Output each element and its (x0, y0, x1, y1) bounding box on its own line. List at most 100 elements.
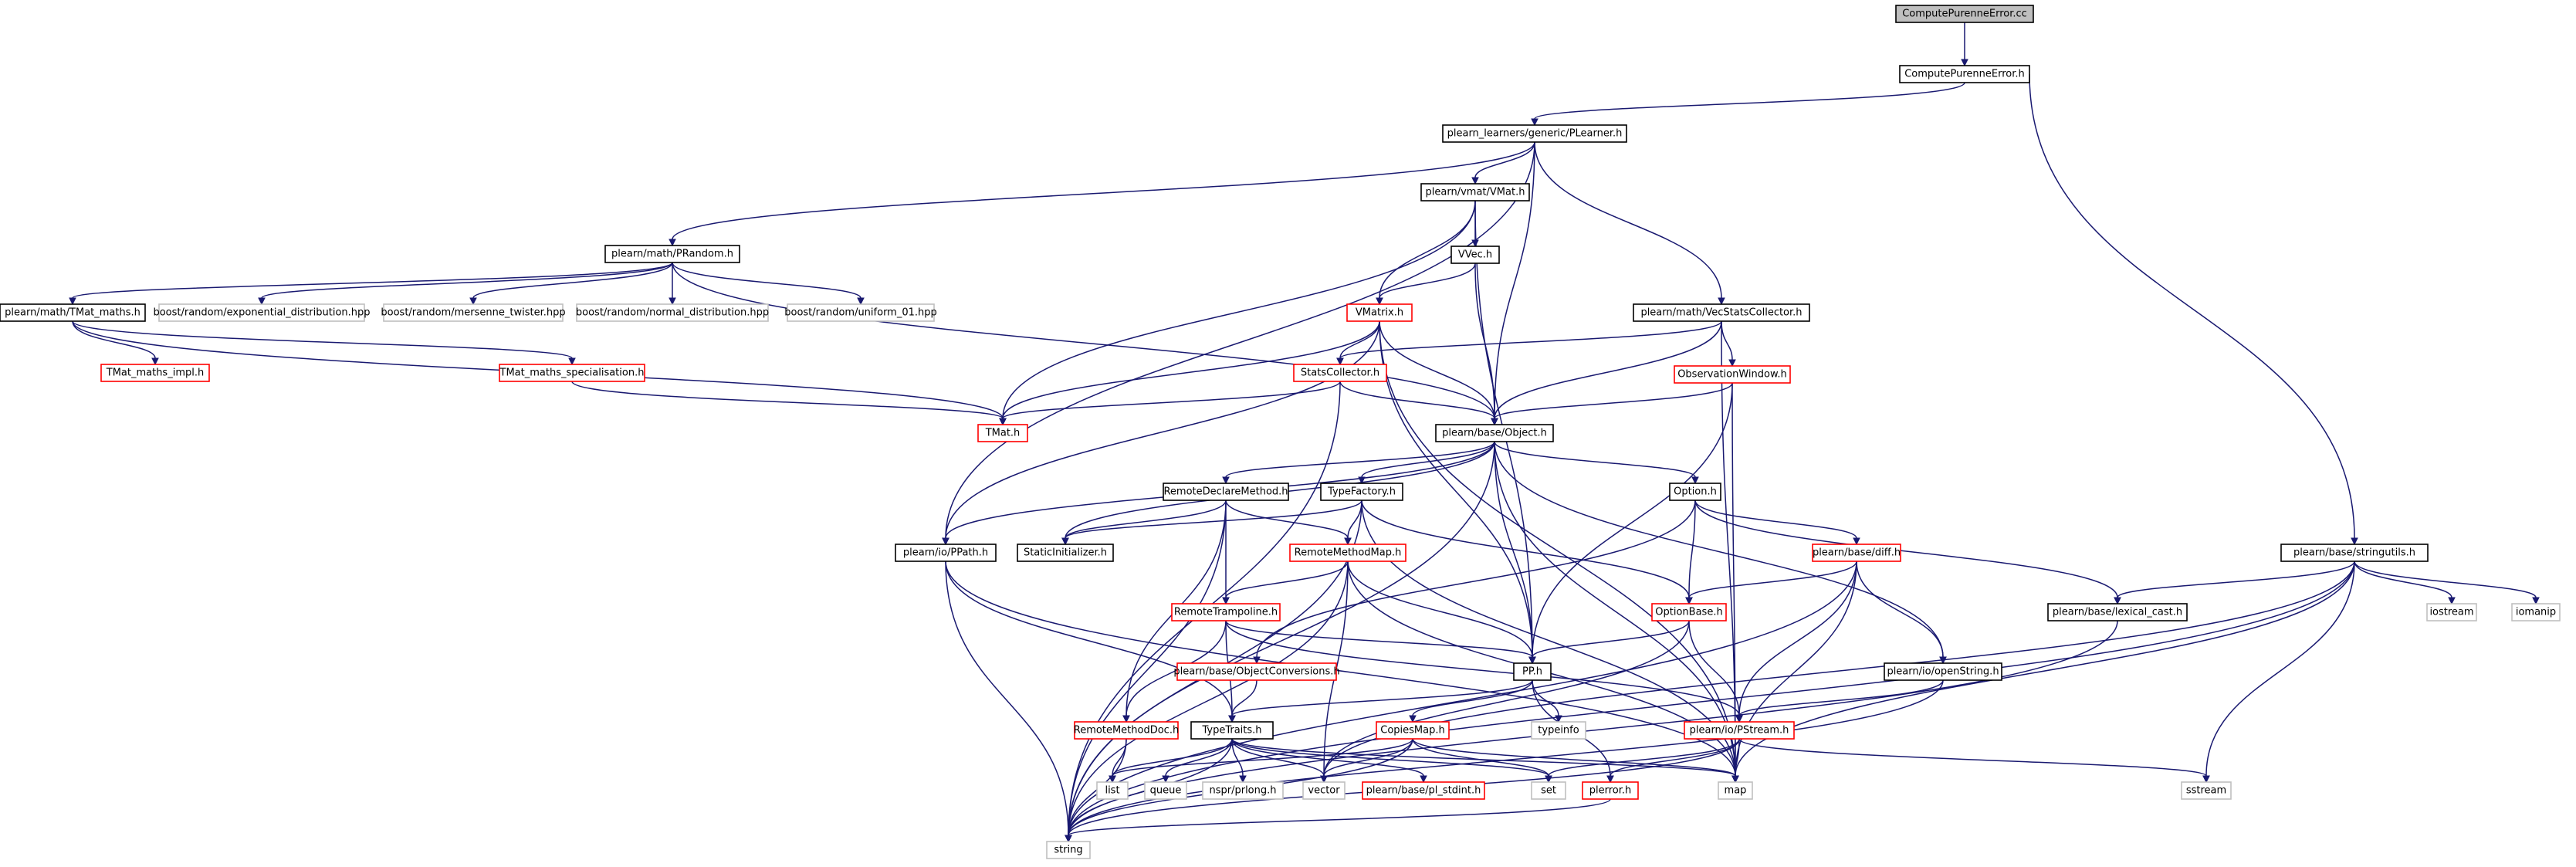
edge-optionbase-to-pp (1528, 620, 1690, 665)
node-rdm[interactable]: RemoteDeclareMethod.h (1163, 483, 1289, 501)
node-iomanip[interactable]: iomanip (2511, 603, 2561, 621)
edge-arrowhead (1735, 715, 1743, 723)
edge-stringutils2-to-sstream (2202, 561, 2355, 784)
node-plearner[interactable]: plearn_learners/generic/PLearner.h (1442, 124, 1627, 143)
edge-line (1688, 561, 1857, 598)
node-label: RemoteMethodDoc.h (1074, 725, 1179, 737)
node-rmdoc[interactable]: RemoteMethodDoc.h (1074, 721, 1179, 740)
node-rtramp[interactable]: RemoteTrampoline.h (1171, 603, 1281, 621)
node-set[interactable]: set (1531, 781, 1566, 800)
node-label: TMat.h (985, 428, 1021, 439)
node-sstream[interactable]: sstream (2181, 781, 2232, 800)
node-tmm_spec[interactable]: TMat_maths_specialisation.h (499, 364, 645, 382)
edge-line (1412, 738, 1736, 777)
node-box (1513, 662, 1552, 681)
edge-line (1532, 382, 1733, 658)
edge-arrowhead (999, 418, 1007, 426)
edge-line (1494, 441, 1696, 478)
edge-arrowhead (942, 537, 949, 546)
node-box (576, 303, 769, 322)
node-ppath[interactable]: plearn/io/PPath.h (895, 544, 997, 562)
node-label: StatsCollector.h (1301, 367, 1379, 379)
node-tmm_impl[interactable]: TMat_maths_impl.h (100, 364, 210, 382)
edge-arrowhead (69, 297, 76, 306)
node-openstring[interactable]: plearn/io/openString.h (1884, 662, 2002, 681)
node-lexcast[interactable]: plearn/base/lexical_cast.h (2047, 603, 2188, 621)
node-label: RemoteMethodMap.h (1295, 547, 1402, 559)
node-box (1718, 781, 1753, 800)
node-box (787, 303, 935, 322)
edge-perror-to-string (1065, 798, 1611, 843)
node-box (1531, 781, 1566, 800)
node-statscoll[interactable]: StatsCollector.h (1293, 364, 1387, 382)
node-iostream[interactable]: iostream (2426, 603, 2477, 621)
node-optionbase[interactable]: OptionBase.h (1651, 603, 1727, 621)
node-boost_norm[interactable]: boost/random/normal_distribution.hpp (576, 303, 769, 322)
edge-typefactory-to-rmm (1344, 500, 1362, 546)
node-pstream[interactable]: plearn/io/PStream.h (1684, 721, 1795, 740)
node-object[interactable]: plearn/base/Object.h (1435, 424, 1554, 442)
edge-line (1412, 738, 1549, 777)
node-box (1017, 544, 1114, 562)
edge-pp-to-typeinfo (1532, 679, 1562, 723)
node-option[interactable]: Option.h (1669, 483, 1721, 501)
node-objconv[interactable]: plearn/base/ObjectConversions.h (1173, 662, 1340, 681)
node-boost_exp[interactable]: boost/random/exponential_distribution.hp… (153, 303, 371, 322)
edge-rtramp-to-rmdoc (1122, 620, 1227, 723)
node-tmatmaths[interactable]: plearn/math/TMat_maths.h (0, 303, 146, 322)
node-label: iostream (2429, 607, 2473, 618)
node-plstdint[interactable]: plearn/base/pl_stdint.h (1362, 781, 1485, 800)
node-vmat[interactable]: plearn/vmat/VMat.h (1420, 183, 1530, 202)
edge-line (1225, 620, 1740, 716)
node-cpe_h[interactable]: ComputePurenneError.h (1899, 65, 2030, 83)
node-label: plearn/base/pl_stdint.h (1366, 785, 1481, 797)
node-boost_uni[interactable]: boost/random/uniform_01.hpp (784, 303, 937, 322)
edge-vmatrix-to-map (1379, 320, 1739, 784)
node-stringutils[interactable]: plearn/base/stringutils.h (2280, 544, 2429, 562)
edge-arrowhead (2202, 775, 2210, 784)
node-tmat[interactable]: TMat.h (977, 424, 1028, 442)
node-staticinit[interactable]: StaticInitializer.h (1017, 544, 1114, 562)
node-typeinfo[interactable]: typeinfo (1531, 721, 1586, 740)
edge-openstring-to-pstream (1735, 679, 1944, 723)
node-rmm[interactable]: RemoteMethodMap.h (1289, 544, 1406, 562)
edge-arrowhead (1718, 297, 1725, 306)
node-perror[interactable]: plerror.h (1582, 781, 1639, 800)
edge-line (1379, 320, 1533, 658)
edge-arrowhead (2114, 597, 2121, 605)
edge-line (1548, 738, 1740, 777)
node-vmatrix[interactable]: VMatrix.h (1346, 303, 1413, 322)
node-string[interactable]: string (1046, 841, 1091, 859)
edge-arrowhead (469, 297, 477, 306)
node-nspr[interactable]: nspr/prlong.h (1202, 781, 1284, 800)
node-box (1420, 183, 1530, 202)
node-prandom[interactable]: plearn/math/PRandom.h (604, 245, 740, 263)
edge-line (1731, 382, 1736, 777)
node-map[interactable]: map (1718, 781, 1753, 800)
node-list[interactable]: list (1096, 781, 1129, 800)
node-typetraits[interactable]: TypeTraits.h (1190, 721, 1274, 740)
edge-line (1494, 441, 1736, 777)
node-typefactory[interactable]: TypeFactory.h (1320, 483, 1403, 501)
edge-prandom-to-boost_exp (258, 262, 673, 306)
node-obswin[interactable]: ObservationWindow.h (1674, 365, 1791, 384)
edge-line (1738, 738, 2207, 777)
node-copiesmap[interactable]: CopiesMap.h (1376, 721, 1450, 740)
node-label: TypeTraits.h (1201, 725, 1261, 737)
edge-obswin-to-object (1491, 382, 1733, 426)
node-queue[interactable]: queue (1144, 781, 1187, 800)
node-cpe_cc[interactable]: ComputePurenneError.cc (1895, 5, 2034, 23)
node-vecstats[interactable]: plearn/math/VecStatsCollector.h (1633, 303, 1810, 322)
node-label: set (1541, 785, 1556, 797)
node-box (604, 245, 740, 263)
node-vector[interactable]: vector (1302, 781, 1346, 800)
node-diff[interactable]: plearn/base/diff.h (1812, 544, 1901, 562)
node-vvec[interactable]: VVec.h (1450, 246, 1500, 264)
node-pp[interactable]: PP.h (1513, 662, 1552, 681)
edge-line (2354, 561, 2452, 598)
node-box (1376, 721, 1450, 740)
node-label: plearn/base/diff.h (1813, 547, 1901, 559)
node-label: Option.h (1674, 486, 1717, 498)
node-boost_mt[interactable]: boost/random/mersenne_twister.hpp (381, 303, 566, 322)
edge-line (1068, 620, 2118, 836)
